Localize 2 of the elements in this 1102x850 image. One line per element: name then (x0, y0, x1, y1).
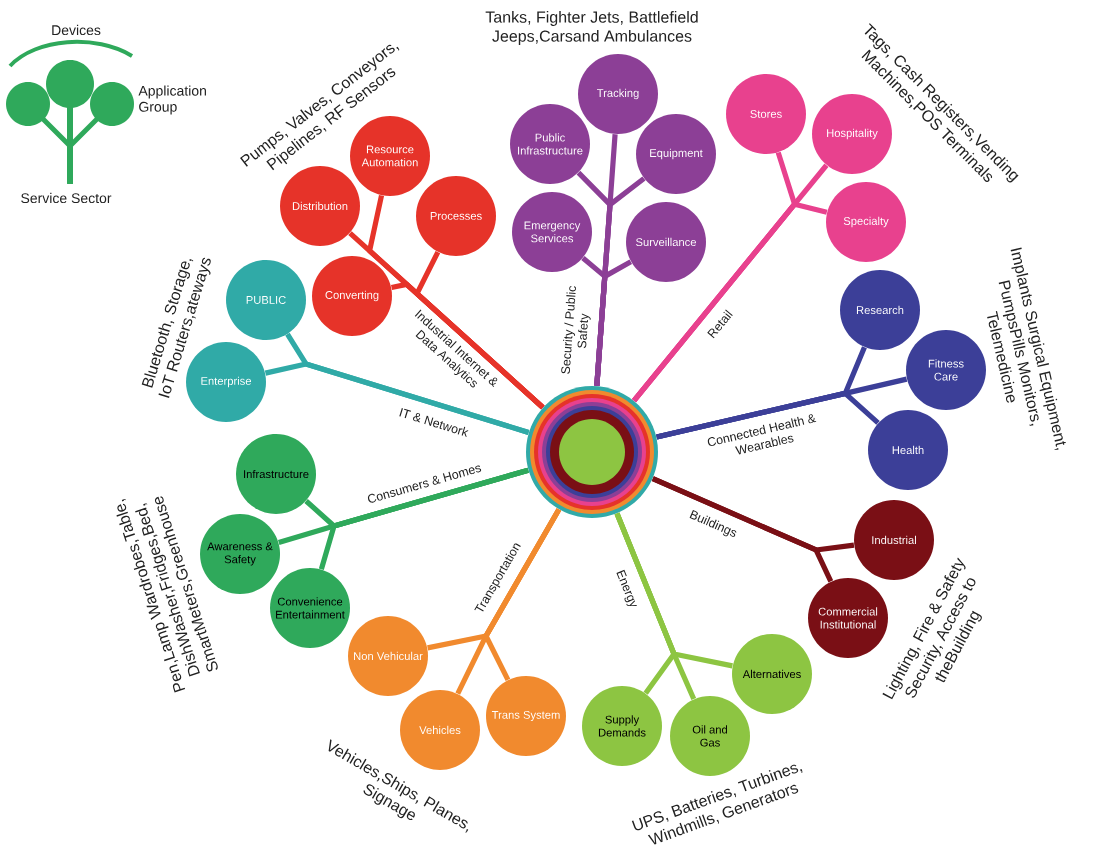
device-caption: Tanks, Fighter Jets, Battlefield Jeeps,Carsand Ambulances (485, 11, 698, 45)
hub-rings (526, 386, 658, 518)
